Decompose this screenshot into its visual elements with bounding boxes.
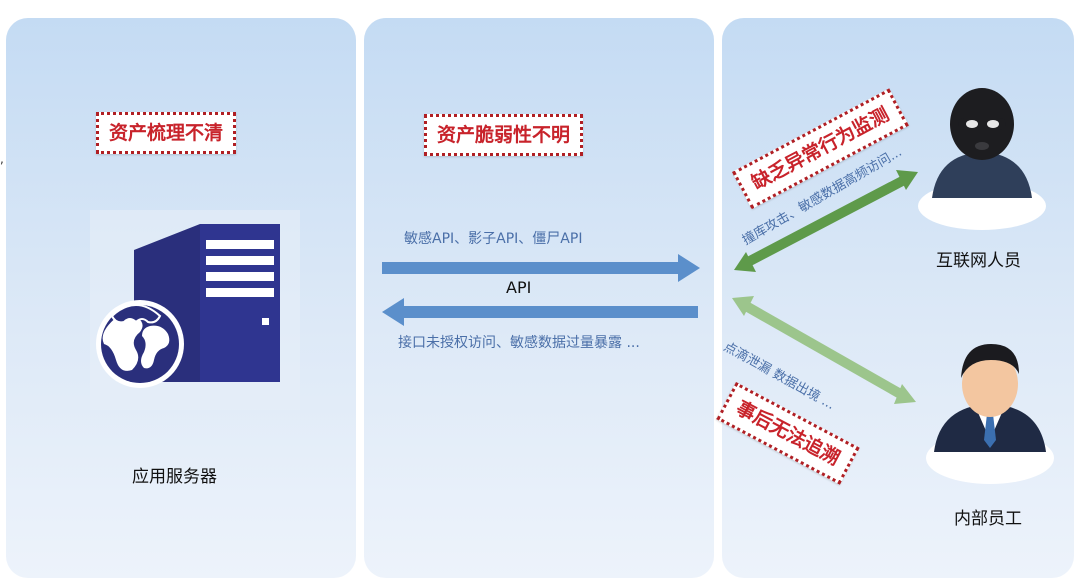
employee-caption: 内部员工 (954, 509, 1022, 529)
request-arrow (382, 254, 700, 282)
edge-mark: , (0, 152, 4, 166)
insider-threat-arrow (732, 296, 916, 404)
employee-icon (934, 344, 1046, 452)
threat-arrows (732, 170, 918, 404)
hacker-icon (932, 88, 1032, 198)
internet-threat-arrow (734, 170, 918, 272)
server-icon (90, 210, 300, 410)
api-flow-arrows (382, 254, 700, 326)
asset-unclear-tag: 资产梳理不清 (96, 112, 237, 154)
response-arrow (382, 298, 698, 326)
api-panel (364, 18, 714, 578)
unauthorized-access-label: 接口未授权访问、敏感数据过量暴露 ... (398, 335, 640, 351)
app-server-caption: 应用服务器 (132, 467, 217, 487)
sensitive-api-label: 敏感API、影子API、僵尸API (404, 231, 583, 247)
vulnerability-unknown-tag: 资产脆弱性不明 (424, 114, 584, 156)
internet-user-caption: 互联网人员 (936, 251, 1021, 271)
api-label: API (506, 278, 532, 297)
